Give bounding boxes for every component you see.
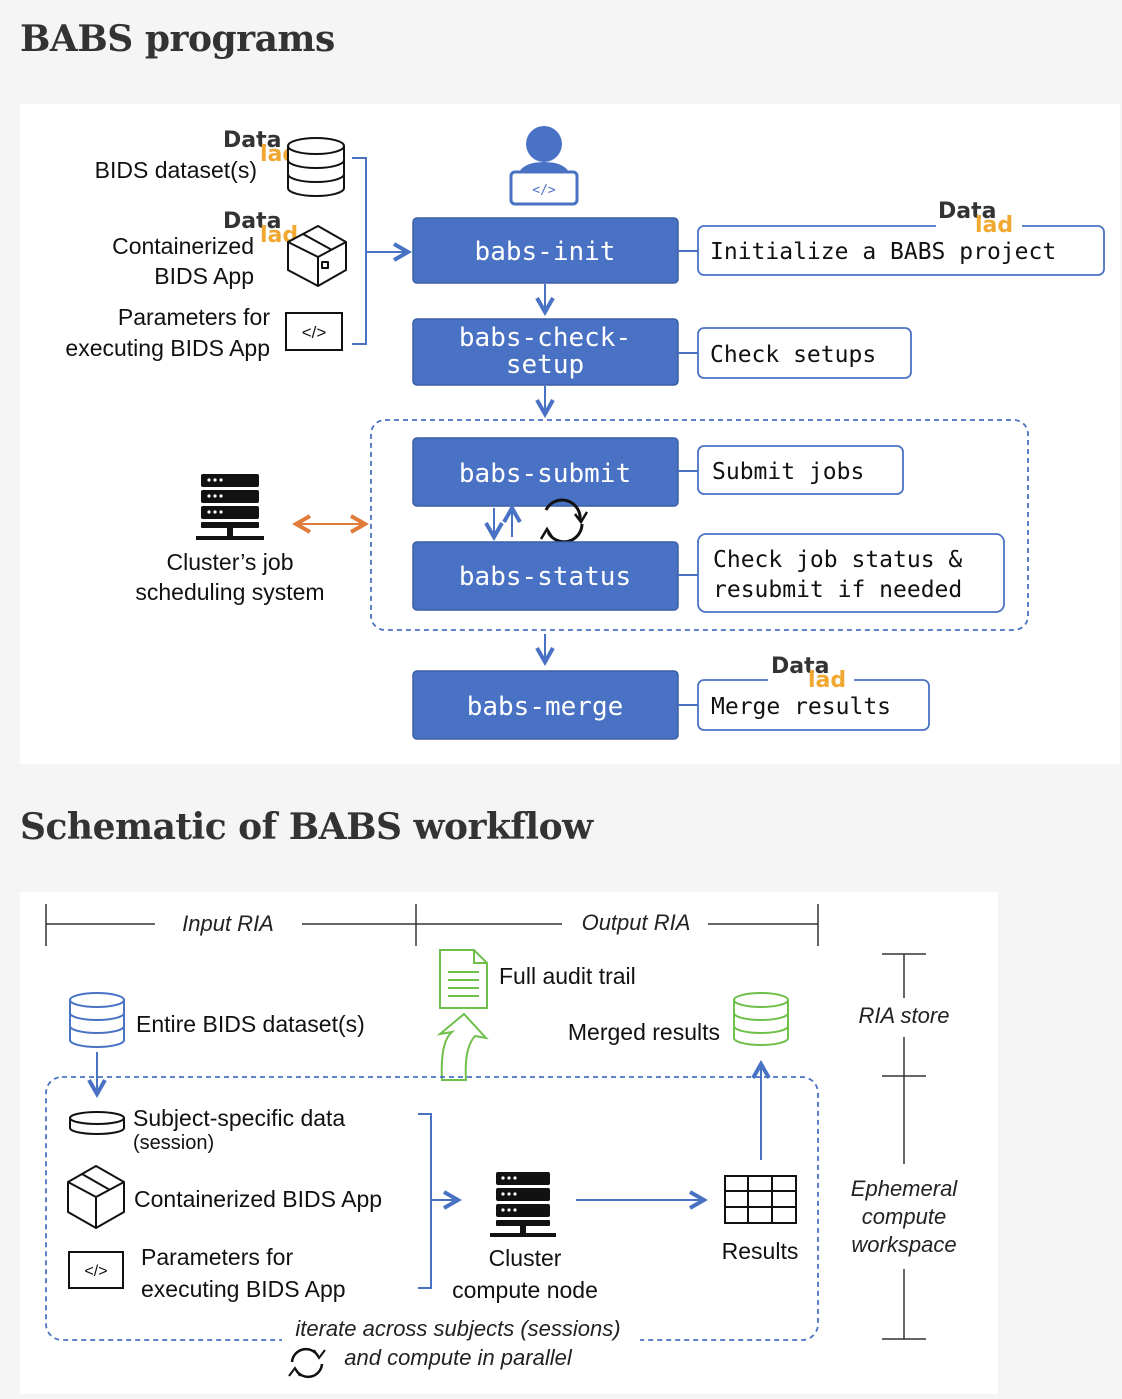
status-desc-1: Check job status &: [713, 547, 962, 573]
output-ria-label: Output RIA: [582, 910, 691, 935]
babs-status-label: babs-status: [459, 562, 631, 592]
ria-store-label: RIA store: [859, 1003, 950, 1028]
inputs-bracket: [352, 157, 408, 345]
programs-panel: Data lad Data lad BIDS dataset(s) Contai…: [20, 104, 1120, 764]
submit-desc: Submit jobs: [712, 459, 864, 485]
status-desc-2: resubmit if needed: [713, 577, 962, 603]
ria-scale: [45, 904, 819, 946]
box-icon: [67, 1165, 125, 1229]
babs-merge-label: babs-merge: [467, 692, 624, 722]
upload-arrow-icon: [436, 1012, 489, 1081]
server-icon: [490, 1172, 556, 1237]
merged-label: Merged results: [568, 1019, 720, 1045]
input-ria-label: Input RIA: [182, 911, 274, 936]
datalad-logo: Data lad: [768, 654, 854, 693]
database-icon: [287, 137, 345, 197]
session-label: (session): [133, 1132, 214, 1154]
workflow-diagram: Input RIA Output RIA RIA store Ephemeral…: [45, 904, 959, 1386]
check-setup-label-2: setup: [506, 350, 584, 380]
container-label-1: Containerized: [112, 233, 254, 259]
inputs-bracket: [418, 1113, 432, 1289]
cluster-label-1: Cluster’s job: [167, 549, 294, 575]
params-label-1: Parameters for: [141, 1244, 293, 1270]
svg-text:lad: lad: [808, 668, 846, 693]
datalad-logo: Data lad: [936, 199, 1022, 238]
results-label: Results: [722, 1238, 799, 1264]
workflow-panel: Input RIA Output RIA RIA store Ephemeral…: [20, 892, 998, 1394]
document-icon: [439, 949, 488, 1009]
storage-scale: [882, 953, 926, 1340]
code-icon: </>: [68, 1251, 124, 1289]
check-setup-label-1: babs-check-: [459, 323, 631, 353]
subject-data-label: Subject-specific data: [133, 1105, 345, 1131]
svg-text:Data: Data: [223, 128, 281, 153]
babs-submit-label: babs-submit: [459, 459, 631, 489]
check-setup-desc: Check setups: [710, 342, 876, 368]
iterate-label-2: and compute in parallel: [344, 1345, 573, 1370]
svg-text:lad: lad: [975, 213, 1013, 238]
programs-diagram: Data lad Data lad BIDS dataset(s) Contai…: [65, 126, 1105, 740]
init-desc: Initialize a BABS project: [710, 239, 1056, 265]
init-desc-box: [697, 225, 1105, 276]
svg-text:</>: </>: [84, 1263, 107, 1280]
cluster-label-2: scheduling system: [135, 579, 324, 605]
cycle-icon: [288, 1347, 326, 1379]
bids-dataset-label: BIDS dataset(s): [95, 157, 257, 183]
entire-bids-label: Entire BIDS dataset(s): [136, 1011, 365, 1037]
svg-text:</>: </>: [302, 323, 327, 342]
box-icon: [287, 225, 347, 287]
params-label-1: Parameters for: [118, 304, 270, 330]
database-icon: [69, 992, 125, 1048]
status-desc-box: [697, 533, 1005, 613]
ephemeral-label-3: workspace: [851, 1232, 956, 1257]
svg-text:</>: </>: [532, 183, 556, 198]
container-label-2: BIDS App: [154, 263, 254, 289]
server-icon: [196, 474, 264, 540]
job-loop-region: [370, 419, 1029, 631]
iterate-label-1: iterate across subjects (sessions): [295, 1316, 620, 1341]
merge-desc: Merge results: [711, 694, 891, 720]
disk-icon: [69, 1111, 125, 1135]
check-setup-desc-box: [697, 327, 912, 379]
svg-text:Data: Data: [771, 654, 829, 679]
params-label-2: executing BIDS App: [141, 1276, 346, 1302]
user-icon: </>: [509, 126, 579, 206]
node-label-2: compute node: [452, 1277, 598, 1303]
submit-desc-box: [697, 445, 904, 495]
ephemeral-label-1: Ephemeral: [851, 1176, 959, 1201]
audit-label: Full audit trail: [499, 963, 636, 989]
svg-text:Data: Data: [223, 209, 281, 234]
ephemeral-label-2: compute: [862, 1204, 946, 1229]
node-label-1: Cluster: [489, 1245, 562, 1271]
container-label: Containerized BIDS App: [134, 1186, 382, 1212]
workflow-title: Schematic of BABS workflow: [20, 806, 593, 848]
svg-text:Data: Data: [938, 199, 996, 224]
table-icon: [724, 1175, 797, 1224]
code-icon: </>: [285, 312, 343, 351]
params-label-2: executing BIDS App: [65, 335, 270, 361]
babs-init-label: babs-init: [475, 237, 616, 267]
programs-title: BABS programs: [20, 18, 335, 60]
database-icon: [733, 992, 789, 1046]
